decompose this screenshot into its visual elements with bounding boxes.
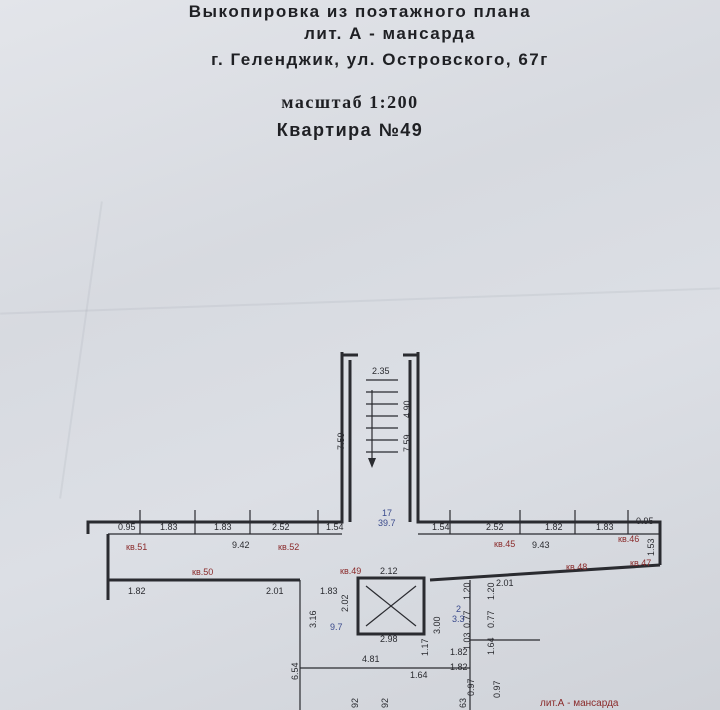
area-label: 17 [382,508,392,518]
dim-label: 1.64 [410,670,428,680]
dim-label: 92 [380,698,390,708]
dim-label: 0.95 [118,522,136,532]
dim-label: 1.82 [450,647,468,657]
area-label: 9.7 [330,622,343,632]
dim-label: 1.82 [450,662,468,672]
dim-label: 1.83 [320,586,338,596]
dim-label: 0.97 [466,678,476,696]
dim-label: 2.52 [486,522,504,532]
header-subtitle: лит. А - мансарда [304,24,476,43]
dim-label: 0.95 [636,516,654,526]
stairwell-wall [348,360,412,522]
lift-cross [365,585,417,627]
header-apartment: Квартира №49 [276,120,424,140]
dim-label: 1.17 [420,638,430,656]
dim-label: 0.77 [486,610,496,628]
area-label: 2 [456,604,461,614]
flat-label: кв.48 [566,562,587,572]
dim-label: 9.43 [532,540,550,550]
dim-label: 4.81 [362,654,380,664]
dim-label: 9.42 [232,540,250,550]
dim-label: 0.97 [492,680,502,698]
dim-label: 2.12 [380,566,398,576]
flat-label: кв.50 [192,567,213,577]
dim-label: 6.54 [290,662,300,680]
dim-label: 1.54 [432,522,450,532]
flat-label: кв.47 [630,558,651,568]
header-title: Выкопировка из поэтажного плана [188,2,532,21]
dim-label: 0.77 [462,610,472,628]
dim-label: 1.54 [326,522,344,532]
dim-label: 4.90 [402,400,412,418]
header-address: г. Геленджик, ул. Островского, 67г [211,50,549,69]
dim-label: 1.20 [462,582,472,600]
dim-label: 1.83 [214,522,232,532]
stair-arrow [368,458,376,468]
area-label: 39.7 [378,518,396,528]
header-scale: масштаб 1:200 [281,92,419,112]
flat-label: кв.51 [126,542,147,552]
dim-label: 92 [350,698,360,708]
dim-label: 2.01 [266,586,284,596]
dim-label: 7.59 [336,432,346,450]
dim-label: 63 [458,698,468,708]
footer-label: лит.А - мансарда [540,698,619,709]
flat-label: кв.49 [340,566,361,576]
lift-shaft [356,576,426,636]
flat-label: кв.46 [618,534,639,544]
dim-label: 1.03 [462,632,472,650]
dim-label: 2.01 [496,578,514,588]
stairwell-wall [416,352,662,534]
dim-label: 1.53 [646,538,656,556]
flat-label: кв.45 [494,539,515,549]
flat-label: кв.52 [278,542,299,552]
dim-label: 2.35 [372,366,390,376]
corridor-wall [429,563,661,582]
dim-label: 2.02 [340,594,350,612]
dim-label: 3.16 [308,610,318,628]
stairwell-wall [86,352,344,534]
dim-label: 1.82 [128,586,146,596]
area-label: 3.3 [452,614,465,624]
dim-label: 7.59 [402,434,412,452]
dim-label: 3.00 [432,616,442,634]
dim-label: 1.83 [160,522,178,532]
dim-label: 1.83 [596,522,614,532]
dim-label: 2.98 [380,634,398,644]
dim-label: 2.52 [272,522,290,532]
dim-label: 1.82 [545,522,563,532]
dim-label: 1.20 [486,582,496,600]
dim-label: 1.64 [486,637,496,655]
